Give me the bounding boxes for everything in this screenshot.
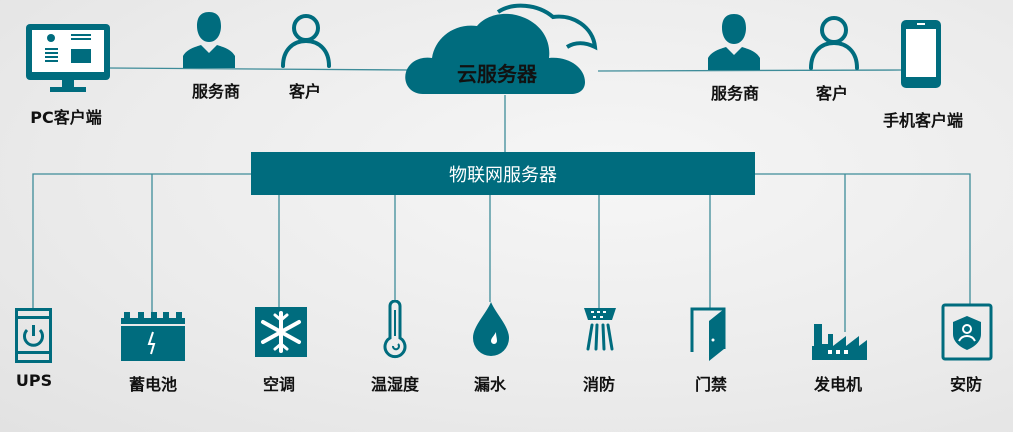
security-shield-icon	[941, 303, 993, 361]
device-label-leak: 漏水	[473, 375, 507, 394]
device-label-fire: 消防	[582, 375, 616, 394]
provider-person-icon	[183, 12, 235, 68]
factory-icon	[812, 324, 867, 360]
door-icon	[690, 307, 726, 361]
device-label-battery: 蓄电池	[128, 375, 178, 394]
snowflake-icon	[255, 307, 307, 357]
pc-client-label: PC客户端	[30, 108, 102, 127]
provider-person-icon	[708, 14, 760, 70]
cloud-server-label: 云服务器	[457, 62, 537, 86]
left-provider-label: 服务商	[191, 82, 241, 101]
device-label-generator: 发电机	[813, 375, 863, 394]
water-drop-icon	[473, 302, 509, 356]
device-label-aircon: 空调	[262, 375, 296, 394]
right-provider-label: 服务商	[710, 84, 760, 103]
device-label-security: 安防	[949, 375, 983, 394]
sprinkler-icon	[584, 308, 616, 351]
power-icon	[15, 308, 52, 363]
right-customer-label: 客户	[815, 84, 849, 103]
mobile-client-label: 手机客户端	[882, 111, 964, 130]
left-customer-label: 客户	[288, 82, 322, 101]
iot-server-label: 物联网服务器	[449, 164, 557, 186]
device-label-temp-humidity: 温湿度	[370, 375, 420, 394]
thermometer-icon	[383, 300, 407, 359]
device-label-ups: UPS	[15, 371, 53, 390]
mobile-phone-icon	[901, 20, 941, 88]
iot-server-box: 物联网服务器	[251, 152, 755, 195]
battery-icon	[121, 312, 185, 361]
pc-monitor-icon	[26, 24, 110, 92]
cloud-icon	[405, 3, 598, 94]
customer-person-icon	[809, 16, 859, 70]
device-label-access-control: 门禁	[694, 375, 728, 394]
customer-person-icon	[281, 14, 331, 68]
